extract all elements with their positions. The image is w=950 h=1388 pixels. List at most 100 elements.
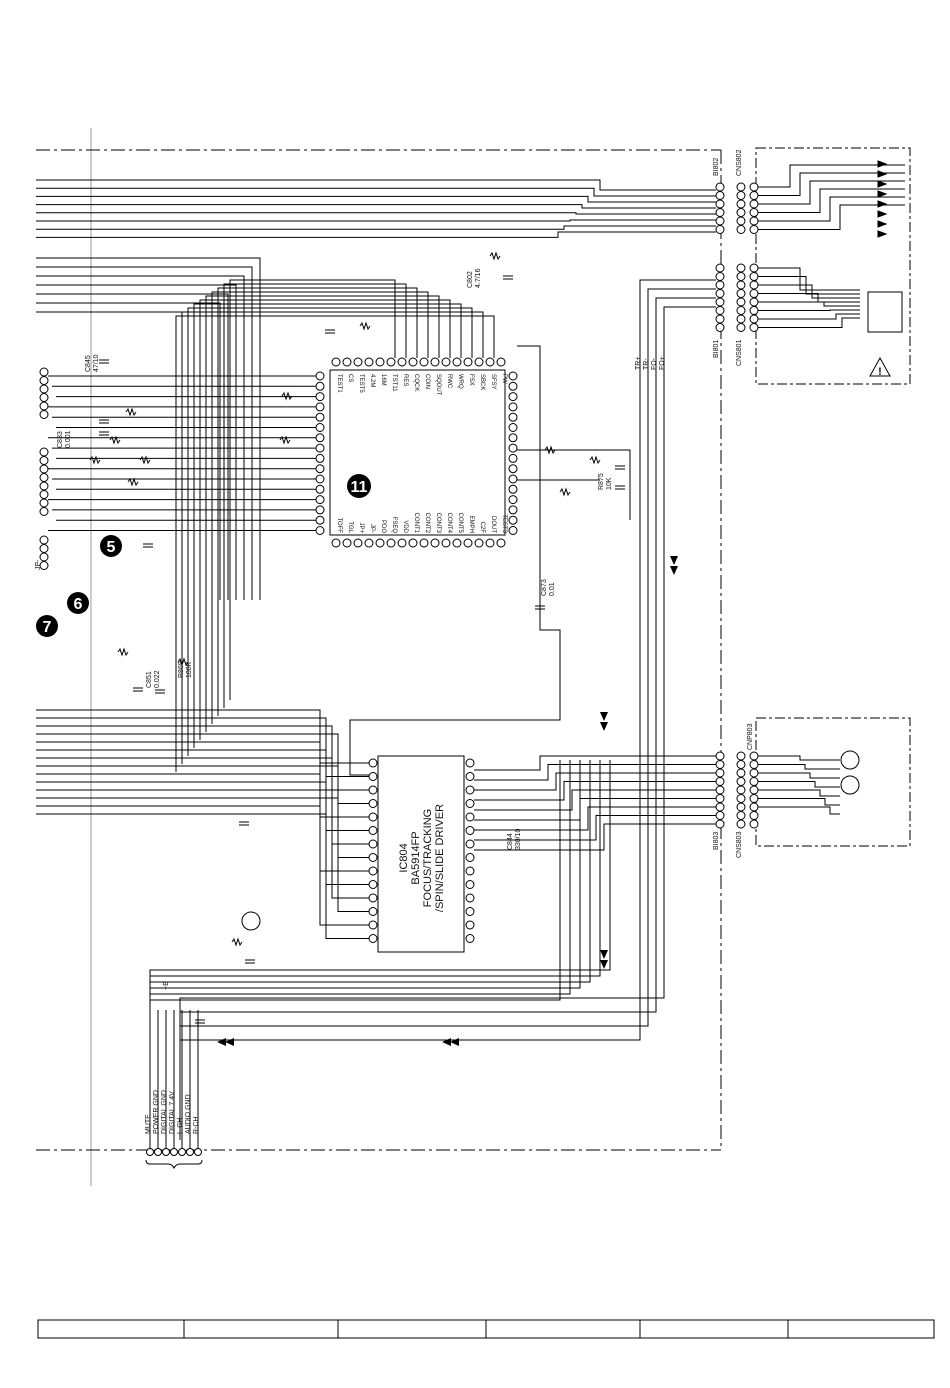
ic-main-bottom-pin-label: JP-	[369, 524, 375, 533]
wire	[36, 293, 229, 600]
ic-driver-left-pin	[368, 785, 378, 795]
resistor-symbol	[125, 407, 137, 417]
ic-main-right-pin	[508, 423, 518, 432]
arrow-down-icon	[670, 556, 678, 565]
cns801-pin	[749, 314, 759, 324]
wire	[758, 284, 860, 299]
ic-main-top-pin-label: SFSY	[490, 374, 496, 390]
ic-main-top-pin	[397, 357, 407, 367]
photodiode-icon	[877, 230, 888, 238]
ic-main-bottom-pin-label: TOFF	[336, 517, 342, 533]
ic-driver-left-pin	[368, 934, 378, 943]
ic-driver-right-pin	[465, 826, 475, 835]
ic-main-top-pin-label: TST11	[391, 374, 397, 392]
wiring	[36, 160, 905, 1150]
bi803-pin	[715, 751, 725, 761]
footer-table	[37, 1319, 935, 1339]
pickup-unit-box	[755, 147, 911, 385]
cns801-pin	[749, 280, 759, 290]
ic-main-bottom-pin-label: CONT3	[435, 513, 441, 534]
cns802-label: CNS802	[736, 149, 743, 176]
wire	[36, 717, 369, 777]
warning-triangle-icon	[869, 356, 891, 377]
wire	[474, 823, 716, 851]
plus-b-label: +B	[163, 981, 170, 990]
cns801-pin	[736, 263, 746, 273]
ic-driver-left-pin	[368, 920, 378, 930]
left-connector-pin	[39, 544, 49, 553]
wire	[758, 309, 860, 311]
ic-main-top-pin	[485, 357, 495, 367]
wire	[36, 187, 716, 197]
bi803-pin	[715, 760, 725, 769]
pickup-signal-label: TR+	[635, 357, 642, 370]
cns802-pin	[736, 199, 746, 209]
ic-driver-left-pin	[368, 880, 378, 889]
left-connector-pin	[39, 393, 49, 402]
left-connector-pin	[39, 481, 49, 491]
connector-labels: BI802 CNS802 BI801 CNS801 CNP803 BI803 C…	[713, 149, 754, 858]
wire	[36, 275, 245, 600]
cns803-pin	[736, 794, 746, 803]
bi803-pin	[715, 777, 725, 786]
cns801-pin	[736, 272, 746, 281]
wire	[36, 773, 369, 872]
ic-main-top-pin	[364, 357, 374, 367]
wire	[36, 813, 369, 939]
bottom-connector-pin	[194, 1148, 202, 1156]
wire	[36, 765, 369, 858]
wire	[758, 301, 860, 307]
cnp803-pin	[749, 785, 759, 795]
bi803-pin	[715, 785, 725, 795]
cns803-pin	[736, 819, 746, 829]
ic-driver-pins	[368, 758, 475, 943]
wire	[211, 291, 429, 724]
bottom-connector-pin	[154, 1148, 162, 1156]
wire	[758, 313, 860, 320]
ic-driver-right-pin	[465, 785, 475, 795]
ic-main-bottom-pin	[474, 538, 484, 548]
ic-driver-label: IC804 BA5914FP FOCUS/TRACKING /SPIN/SLID…	[398, 804, 446, 912]
photodiode-icon	[877, 220, 888, 228]
cns801-pin	[749, 306, 759, 315]
bi803-pin	[715, 768, 725, 778]
resistor-symbol	[127, 477, 139, 487]
cns802-pin	[749, 182, 759, 192]
ic-main-bottom-pin-label: VDD	[402, 520, 408, 533]
marker-7-label: 7	[43, 619, 52, 636]
wire	[36, 257, 261, 600]
ic-main-right-pin	[508, 443, 518, 453]
left-connector-pin	[39, 376, 49, 385]
cns801-label: CNS801	[736, 339, 743, 366]
ic-main-left-pin	[315, 412, 325, 422]
ic-driver-left-pin	[368, 853, 378, 862]
left-connector-pin	[39, 384, 49, 394]
c844-ref: C844	[507, 833, 514, 850]
wire	[758, 317, 860, 328]
ic-number: 11	[351, 479, 368, 496]
ic-main-right-pin	[508, 392, 518, 402]
ic-main-right-pin	[508, 495, 518, 505]
wire	[474, 806, 716, 831]
bi802-pin	[715, 216, 725, 226]
cns803-pin	[736, 785, 746, 795]
ic-main-left-pin	[315, 423, 325, 432]
resistor-symbol	[231, 937, 243, 947]
arrow-left-icon	[442, 1038, 451, 1046]
wire	[36, 757, 369, 845]
ic-main-top-pin-label: RWC	[446, 374, 452, 389]
wire	[36, 311, 213, 600]
bottom-signal-label: POWER GND	[153, 1090, 160, 1134]
resistor-symbol	[177, 657, 189, 667]
ic-main-left-pin	[315, 453, 325, 463]
ic-main-top-pin	[331, 357, 341, 367]
ic-main-top-pin	[375, 357, 385, 367]
ic-main-top-pin-label: SBCK	[479, 374, 485, 390]
ic-main-left-pin	[315, 464, 325, 474]
ic-driver-right-pin	[465, 880, 475, 889]
ic-main-top-pin-label: SQOUT	[435, 374, 441, 396]
warning-mark: !	[878, 366, 882, 378]
ic-main-top-pin	[419, 357, 429, 367]
cns803-pin	[736, 811, 746, 820]
bi802-pin	[715, 191, 725, 200]
